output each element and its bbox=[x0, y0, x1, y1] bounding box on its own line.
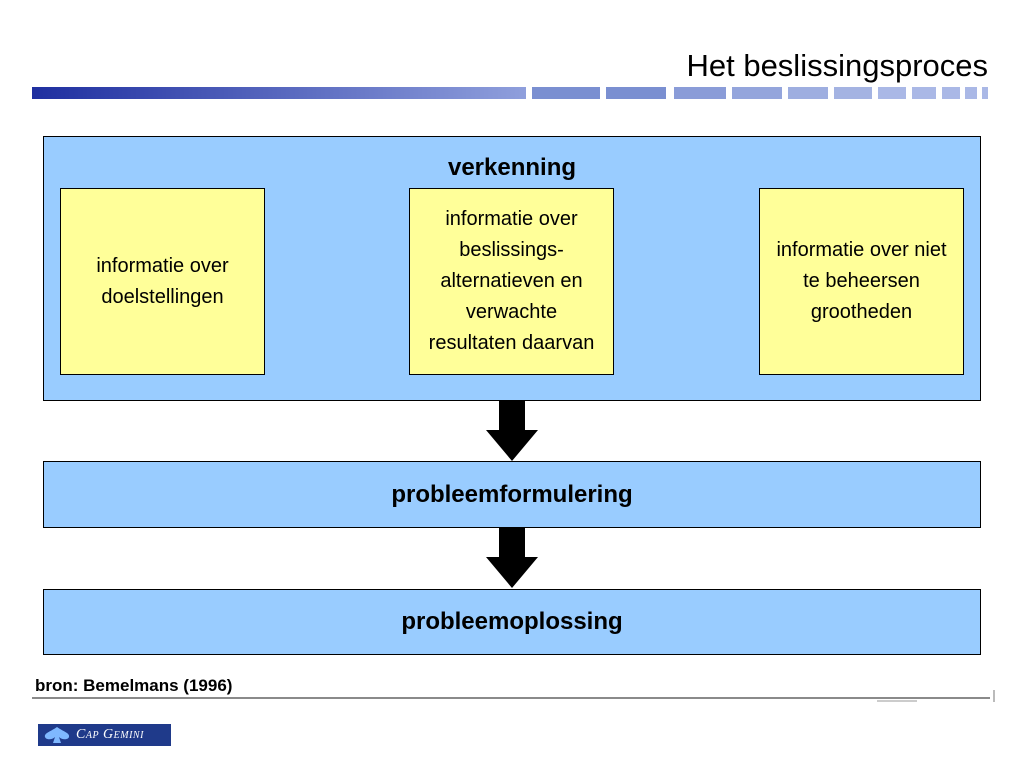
slide-title: Het beslissingsproces bbox=[686, 48, 988, 83]
header-bar bbox=[32, 87, 526, 99]
header-bar-segment bbox=[674, 87, 726, 99]
info-box-text: informatie over doelstellingen bbox=[96, 254, 229, 308]
header-bar-segment bbox=[912, 87, 936, 99]
info-box-text: informatie over niet te beheersen grooth… bbox=[776, 239, 947, 323]
down-arrow-icon bbox=[486, 400, 538, 461]
spade-icon bbox=[44, 727, 70, 743]
info-box-text: informatie over beslissings-alternatieve… bbox=[428, 208, 595, 354]
footer-divider bbox=[32, 697, 990, 699]
source-note: bron: Bemelmans (1996) bbox=[35, 676, 233, 695]
header-bar-segment bbox=[788, 87, 828, 99]
stage-label: verkenning bbox=[447, 154, 577, 181]
header-bar-segment bbox=[834, 87, 872, 99]
cap-gemini-logo: Cap Gemini bbox=[38, 724, 171, 746]
header-bar-segment bbox=[942, 87, 960, 99]
stage-label: probleemoplossing bbox=[401, 608, 623, 635]
info-box-alternatieven: informatie over beslissings-alternatieve… bbox=[409, 188, 614, 375]
info-box-grootheden: informatie over niet te beheersen grooth… bbox=[759, 188, 964, 375]
stage-probleemformulering: probleemformulering bbox=[43, 461, 981, 528]
stage-probleemoplossing: probleemoplossing bbox=[43, 589, 981, 655]
header-bar-segment bbox=[732, 87, 782, 99]
header-bar-segment bbox=[878, 87, 906, 99]
stage-label: probleemformulering bbox=[391, 480, 633, 508]
footer-divider-tick bbox=[993, 690, 995, 702]
down-arrow-icon bbox=[486, 527, 538, 588]
header-bar-segment bbox=[965, 87, 977, 99]
logo-text: Cap Gemini bbox=[76, 727, 144, 742]
header-bar-segment bbox=[532, 87, 600, 99]
info-box-doelstellingen: informatie over doelstellingen bbox=[60, 188, 265, 375]
header-bar-segment bbox=[606, 87, 666, 99]
header-bar-segment bbox=[982, 87, 988, 99]
footer-divider-accent bbox=[877, 700, 917, 702]
